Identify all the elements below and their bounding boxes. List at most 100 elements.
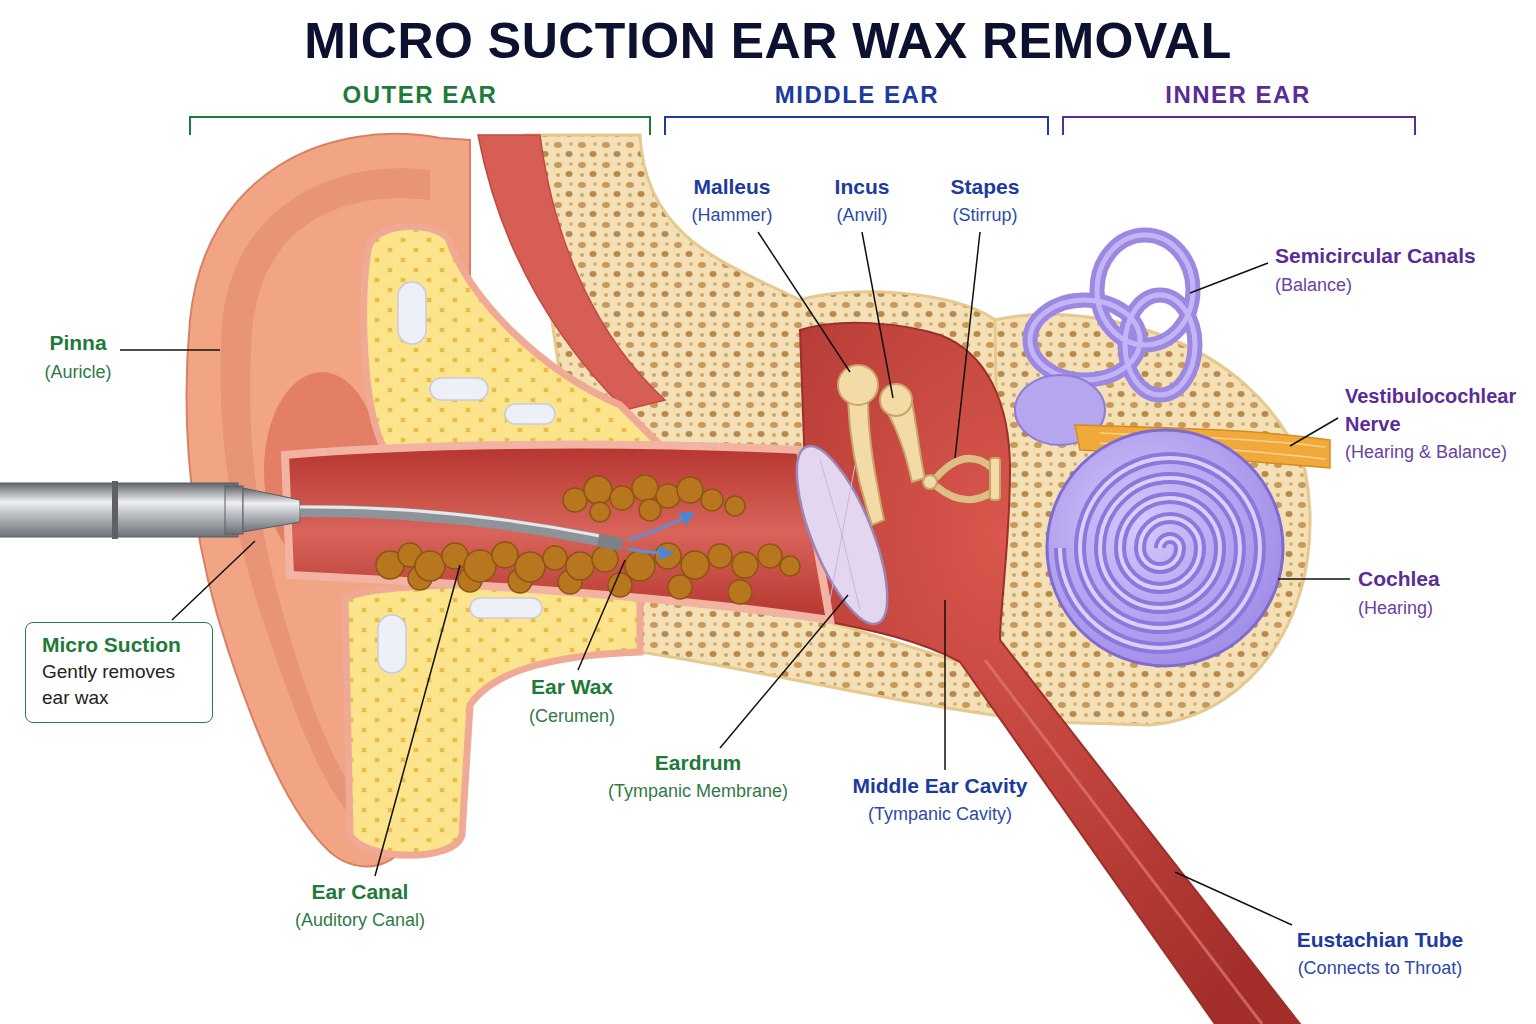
cochlea — [1047, 430, 1283, 666]
ear-wax — [780, 556, 800, 576]
part-label: Middle Ear Cavity — [852, 773, 1027, 799]
ear-wax — [732, 552, 758, 578]
ear-wax — [655, 543, 681, 569]
ear-wax — [668, 575, 692, 599]
leader-line — [862, 232, 893, 398]
region-bracket — [665, 117, 1048, 135]
leader-line — [578, 560, 625, 670]
micro-suction-instrument — [0, 481, 690, 553]
micro-suction-instrument — [0, 483, 238, 537]
region-bracket — [190, 117, 1415, 135]
region-bracket — [190, 117, 650, 135]
micro-suction-instrument — [598, 540, 622, 545]
part-label: Eustachian Tube — [1297, 927, 1463, 953]
leader-line — [172, 541, 255, 620]
micro-suction-instrument — [225, 486, 243, 534]
callout-text: Gently removes ear wax — [42, 659, 198, 711]
ear-wax — [708, 544, 732, 568]
micro-suction-instrument — [300, 511, 600, 540]
part-label: Ear Canal — [312, 879, 409, 905]
fatty-tissue — [470, 598, 542, 618]
middle-ear-cavity — [800, 323, 1300, 1024]
micro-suction-instrument — [300, 507, 600, 536]
ear-wax — [758, 544, 782, 568]
ear-wax — [584, 476, 612, 504]
region-bracket — [1063, 117, 1415, 135]
ear-wax — [725, 496, 745, 516]
micro-suction-instrument — [112, 481, 118, 539]
ear-wax — [590, 502, 610, 522]
cochlea — [1060, 458, 1260, 648]
fatty-tissue — [345, 584, 640, 855]
micro-suction-instrument — [628, 549, 668, 553]
fatty-tissue — [364, 226, 660, 450]
part-label: Cochlea — [1358, 566, 1440, 592]
ear-wax — [566, 552, 594, 580]
middle-ear-cavity — [800, 323, 1300, 1024]
micro-suction-instrument — [243, 488, 300, 532]
part-note: (Hearing & Balance) — [1345, 439, 1507, 465]
ear-wax — [492, 542, 518, 568]
fatty-tissue — [430, 378, 488, 400]
ear-canal — [285, 445, 830, 620]
ossicles — [990, 458, 1000, 500]
ear-wax — [625, 551, 655, 581]
diagram-title: MICRO SUCTION EAR WAX REMOVAL — [0, 12, 1536, 70]
ossicles — [923, 475, 937, 489]
part-note: (Cerumen) — [529, 703, 615, 729]
part-label: Eardrum — [655, 750, 741, 776]
part-label: Stapes — [951, 174, 1020, 200]
callout-title: Micro Suction — [42, 631, 198, 659]
cochlea — [1047, 430, 1283, 666]
ossicles — [936, 459, 992, 500]
region-header: INNER EAR — [1165, 80, 1311, 110]
part-label: Malleus — [693, 174, 770, 200]
ear-wax — [677, 477, 703, 503]
ear-wax — [415, 551, 445, 581]
leader-line — [1290, 418, 1338, 446]
ear-wax — [639, 499, 661, 521]
part-note: (Stirrup) — [952, 202, 1017, 228]
ear-wax — [728, 580, 752, 604]
eardrum — [779, 436, 906, 635]
leader-line — [955, 232, 980, 458]
ear-wax — [681, 551, 709, 579]
leader-line — [120, 232, 1350, 925]
eardrum — [820, 460, 860, 610]
callout-box: Micro SuctionGently removes ear wax — [25, 622, 213, 723]
part-note: (Balance) — [1275, 272, 1352, 298]
part-label: Semicircular Canals — [1275, 243, 1476, 269]
micro-suction-instrument — [628, 515, 690, 540]
part-note: (Auricle) — [44, 359, 111, 385]
part-note: (Tympanic Membrane) — [608, 778, 788, 804]
part-note: (Auditory Canal) — [295, 907, 425, 933]
temporal-bone — [995, 314, 1310, 725]
part-note: (Hammer) — [692, 202, 773, 228]
ossicles — [838, 365, 878, 405]
fatty-tissue — [398, 282, 426, 344]
part-note: (Connects to Throat) — [1298, 955, 1463, 981]
semicircular-canals — [1125, 295, 1195, 395]
semicircular-canals — [1097, 235, 1193, 345]
part-note: (Tympanic Cavity) — [868, 801, 1012, 827]
leader-line — [944, 600, 946, 770]
ear-wax — [515, 552, 545, 582]
ear-wax — [610, 486, 634, 510]
ossicles — [848, 400, 884, 525]
middle-ear-cavity — [985, 660, 1262, 1024]
ear-wax — [701, 489, 723, 511]
cochlea — [1060, 458, 1260, 648]
leader-line — [1278, 578, 1350, 580]
part-label: Pinna — [49, 330, 106, 356]
leader-line — [375, 565, 460, 876]
leader-line — [1175, 872, 1292, 925]
fatty-tissue — [505, 404, 555, 424]
leader-line — [758, 232, 850, 372]
leader-line — [1190, 263, 1268, 293]
ear-wax — [464, 550, 496, 582]
ear-canal — [285, 445, 830, 620]
region-header: OUTER EAR — [343, 80, 498, 110]
